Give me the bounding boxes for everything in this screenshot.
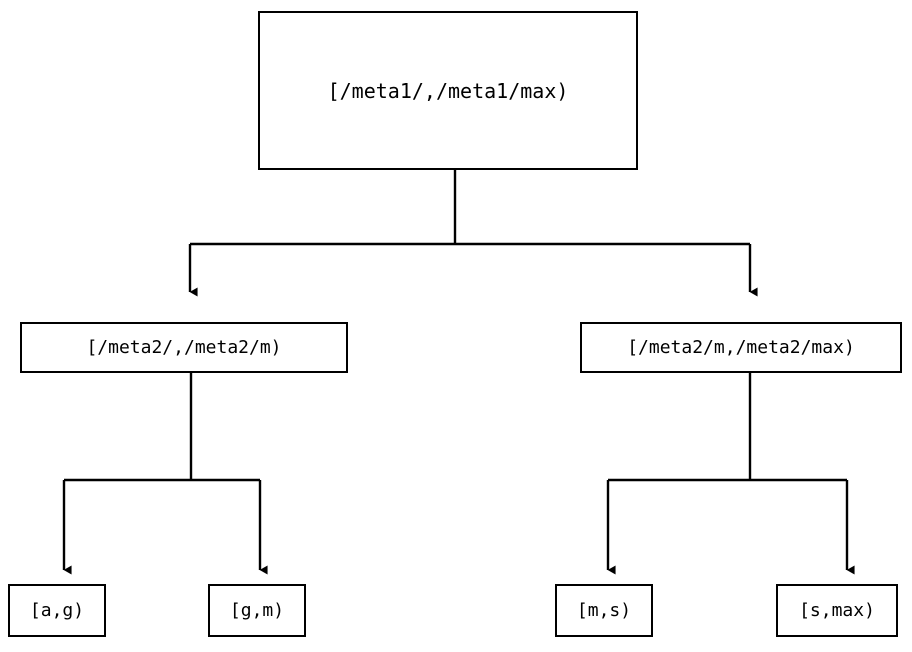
edge-root-to-mid-level	[188, 170, 758, 297]
tree-node-leaf-gm: [g,m)	[208, 584, 306, 637]
tree-node-leaf-smax-label: [s,max)	[799, 600, 875, 621]
tree-node-leaf-smax: [s,max)	[776, 584, 898, 637]
tree-node-root: [/meta1/,/meta1/max)	[258, 11, 638, 170]
edge-mid-left-to-leaves	[62, 373, 268, 575]
tree-node-mid-right: [/meta2/m,/meta2/max)	[580, 322, 902, 373]
tree-node-mid-left: [/meta2/,/meta2/m)	[20, 322, 348, 373]
tree-node-leaf-ms: [m,s)	[555, 584, 653, 637]
edge-mid-right-to-leaves	[606, 373, 855, 575]
tree-node-mid-left-label: [/meta2/,/meta2/m)	[86, 337, 282, 358]
tree-node-mid-right-label: [/meta2/m,/meta2/max)	[627, 337, 855, 358]
tree-node-leaf-ag-label: [a,g)	[29, 600, 85, 621]
tree-node-leaf-ms-label: [m,s)	[576, 600, 632, 621]
tree-node-leaf-ag: [a,g)	[8, 584, 106, 637]
tree-node-root-label: [/meta1/,/meta1/max)	[327, 78, 569, 103]
tree-node-leaf-gm-label: [g,m)	[229, 600, 285, 621]
